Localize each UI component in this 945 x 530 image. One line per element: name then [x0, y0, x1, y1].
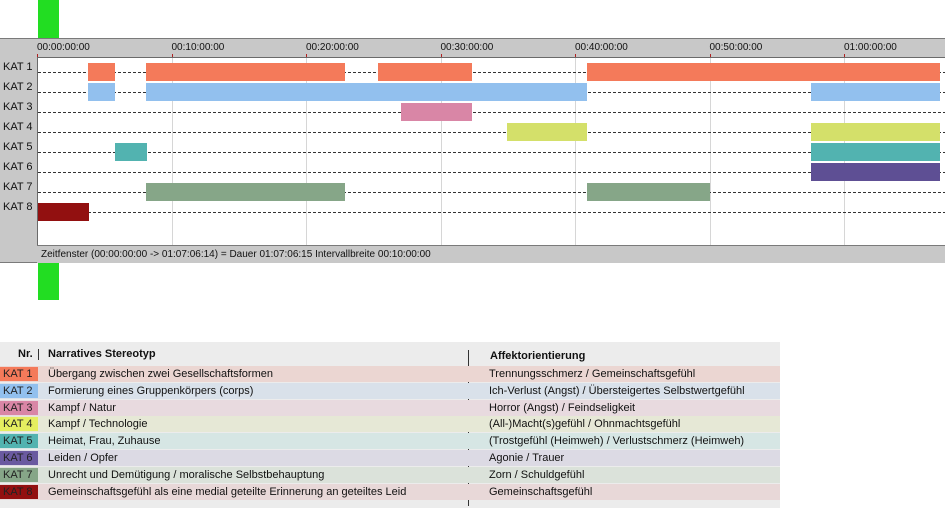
legend-header-nr: Nr. — [18, 348, 33, 360]
segment-bar[interactable] — [811, 123, 941, 141]
grid-line — [306, 58, 307, 245]
legend-stereotyp: Kampf / Technologie — [48, 418, 148, 431]
legend-category-tag: KAT 8 — [0, 484, 38, 499]
row-guide-line — [38, 192, 945, 193]
legend-stereotyp: Übergang zwischen zwei Gesellschaftsform… — [48, 368, 273, 380]
timeline-panel: 00:00:00:00 00:10:00:00 00:20:00:00 00:30:0… — [0, 38, 945, 263]
legend-header-stereotyp: Narratives Stereotyp — [48, 348, 156, 360]
legend-row: KAT 7 Unrecht und Demütigung / moralische… — [0, 466, 780, 483]
segment-bar[interactable] — [145, 183, 345, 201]
legend-header-affekt: Affektorientierung — [490, 350, 586, 362]
legend-affekt: Trennungsschmerz / Gemeinschaftsgefühl — [489, 368, 696, 380]
grid-line — [440, 58, 442, 245]
segment-bar[interactable] — [586, 63, 941, 81]
tick-mark — [306, 54, 307, 57]
tick-mark — [440, 54, 442, 57]
legend-table: Nr. Narratives Stereotyp Affektorientier… — [0, 342, 780, 508]
category-label: KAT 5 — [3, 141, 33, 153]
tick-label: 00:40:00:00 — [575, 42, 628, 53]
legend-header-divider — [38, 349, 39, 360]
segment-bar[interactable] — [87, 63, 115, 81]
category-label: KAT 7 — [3, 181, 33, 193]
tick-mark — [709, 54, 711, 57]
segment-bar[interactable] — [114, 143, 147, 161]
row-guide-line — [38, 172, 945, 173]
legend-category-tag: KAT 2 — [0, 383, 38, 398]
tick-label: 00:20:00:00 — [306, 42, 359, 53]
category-label: KAT 1 — [3, 61, 33, 73]
row-guide-line — [38, 132, 945, 133]
legend-row: KAT 5 Heimat, Frau, Zuhause (Trostgefühl (… — [0, 433, 780, 450]
segment-bar[interactable] — [586, 183, 711, 201]
grid-line — [709, 58, 711, 245]
legend-category-tag: KAT 4 — [0, 417, 38, 432]
tick-label: 01:00:00:00 — [844, 42, 897, 53]
segment-bar[interactable] — [378, 63, 473, 81]
legend-affekt: Agonie / Trauer — [489, 452, 565, 464]
segment-bar[interactable] — [401, 103, 473, 121]
category-label: KAT 3 — [3, 101, 33, 113]
legend-affekt: Zorn / Schuldgefühl — [489, 468, 585, 481]
legend-row: KAT 4 Kampf / Technologie (All-)Macht(s)ge… — [0, 416, 780, 433]
legend-stereotyp: Kampf / Natur — [48, 401, 116, 414]
segment-bar[interactable] — [145, 63, 345, 81]
row-guide-line — [38, 212, 945, 213]
segment-bar[interactable] — [811, 143, 941, 161]
playhead-marker-bottom[interactable] — [38, 263, 59, 300]
category-label: KAT 6 — [3, 161, 33, 173]
segment-bar[interactable] — [145, 83, 587, 101]
tick-mark — [844, 54, 845, 57]
segment-bar[interactable] — [507, 123, 587, 141]
legend-row: KAT 1 Übergang zwischen zwei Gesellschaft… — [0, 366, 780, 382]
tick-mark — [37, 54, 38, 57]
segment-bar[interactable] — [38, 203, 90, 221]
row-guide-line — [38, 72, 945, 73]
tick-label: 00:50:00:00 — [709, 42, 763, 53]
legend-row: KAT 2 Formierung eines Gruppenkörpers (co… — [0, 382, 780, 399]
category-label: KAT 4 — [3, 121, 33, 133]
legend-affekt: Ich-Verlust (Angst) / Übersteigertes Sel… — [489, 384, 745, 397]
legend-stereotyp: Gemeinschaftsgefühl als eine medial gete… — [48, 485, 407, 498]
tick-label: 00:30:00:00 — [440, 42, 494, 53]
timeline-plot[interactable] — [37, 57, 945, 245]
segment-bar[interactable] — [811, 83, 941, 101]
legend-affekt: Horror (Angst) / Feindseligkeit — [489, 401, 636, 414]
legend-category-tag: KAT 5 — [0, 434, 38, 449]
legend-category-tag: KAT 6 — [0, 451, 38, 465]
legend-stereotyp: Heimat, Frau, Zuhause — [48, 435, 161, 448]
legend-row: KAT 6 Leiden / Opfer Agonie / Trauer — [0, 450, 780, 466]
legend-affekt: (Trostgefühl (Heimweh) / Verlustschmerz … — [489, 435, 745, 448]
legend-row: KAT 8 Gemeinschaftsgefühl als eine medial… — [0, 483, 780, 500]
category-label: KAT 8 — [3, 201, 33, 213]
segment-bar[interactable] — [87, 83, 115, 101]
grid-line — [171, 58, 173, 245]
legend-stereotyp: Unrecht und Demütigung / moralische Selb… — [48, 468, 325, 481]
row-guide-line — [38, 152, 945, 153]
tick-mark — [575, 54, 576, 57]
legend-affekt: Gemeinschaftsgefühl — [489, 485, 593, 498]
legend-category-tag: KAT 3 — [0, 400, 38, 415]
row-guide-line — [38, 112, 945, 113]
category-label: KAT 2 — [3, 81, 33, 93]
legend-affekt: (All-)Macht(s)gefühl / Ohnmachtsgefühl — [489, 418, 681, 431]
legend-stereotyp: Leiden / Opfer — [48, 452, 118, 464]
segment-bar[interactable] — [811, 163, 941, 181]
tick-mark — [171, 54, 173, 57]
tick-label: 00:00:00:00 — [37, 42, 90, 53]
grid-line — [575, 58, 576, 245]
legend-category-tag: KAT 7 — [0, 467, 38, 482]
legend-category-tag: KAT 1 — [0, 367, 38, 381]
playhead-marker-top[interactable] — [38, 0, 59, 38]
legend-stereotyp: Formierung eines Gruppenkörpers (corps) — [48, 384, 254, 397]
status-bar: Zeitfenster (00:00:00:00 -> 01:07:06:14)… — [37, 245, 945, 263]
tick-label: 00:10:00:00 — [171, 42, 225, 53]
legend-row: KAT 3 Kampf / Natur Horror (Angst) / Feind… — [0, 399, 780, 416]
